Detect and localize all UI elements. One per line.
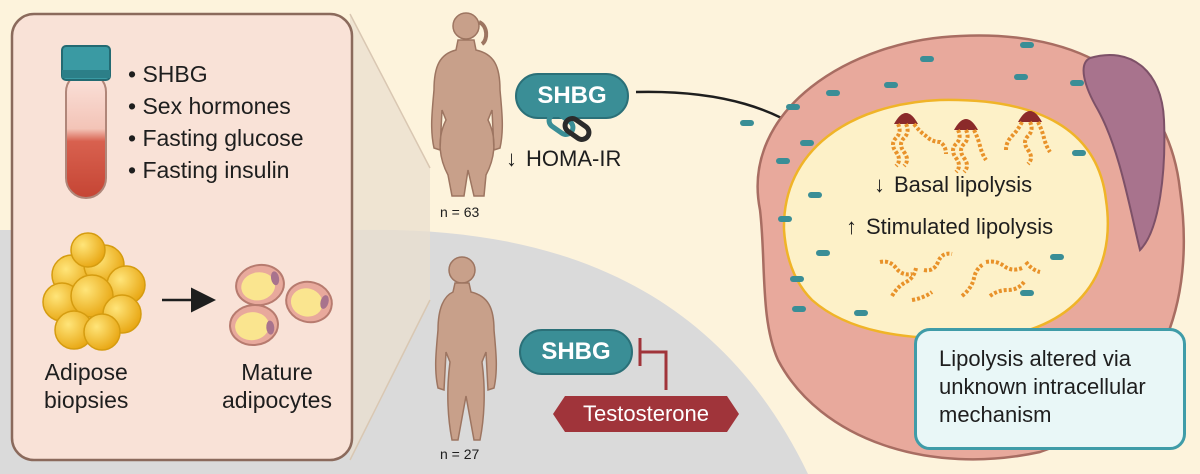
cell-cytoplasm (782, 98, 1109, 340)
adipocyte-icon (229, 263, 333, 347)
down-arrow-icon: ↓ (506, 146, 517, 171)
down-arrow-icon: ↓ (874, 172, 885, 197)
adipose-tissue-icon (42, 232, 146, 351)
zoom-projection (350, 14, 430, 460)
stimulated-lipolysis-label: Stimulated lipolysis (866, 214, 1054, 239)
testosterone-label: Testosterone (553, 396, 739, 432)
female-body-icon (430, 12, 504, 197)
conclusion-callout: Lipolysis altered via unknown intracellu… (914, 328, 1186, 450)
callout-line: unknown intracellular (939, 374, 1146, 399)
up-arrow-icon: ↑ (846, 214, 857, 239)
shbg-male-pill-bg (519, 329, 633, 375)
callout-line: Lipolysis altered via (939, 346, 1131, 371)
measure-item: Sex hormones (128, 90, 304, 122)
blood-tube-icon (61, 45, 111, 199)
measure-item: Fasting glucose (128, 122, 303, 154)
female-n-label: n = 63 (440, 204, 480, 220)
inhibition-arrow (638, 338, 668, 390)
basal-lipolysis-result: ↓ Basal lipolysis (874, 172, 1032, 198)
shbg-female-label: SHBG (537, 82, 607, 109)
callout-line: mechanism (939, 402, 1052, 427)
measure-item: SHBG (128, 58, 304, 90)
homa-ir-result: ↓ HOMA-IR (506, 146, 621, 172)
nucleus (1082, 53, 1166, 252)
measure-item: Fasting insulin (128, 154, 304, 186)
shbg-male-label: SHBG (541, 338, 611, 365)
adipocytes-label: Mature adipocytes (222, 359, 332, 413)
male-body-icon (434, 256, 498, 441)
shbg-receptor-dots (740, 42, 1086, 316)
measured-variables-list: SHBG Sex hormones Fasting glucose Fastin… (128, 58, 304, 186)
basal-lipolysis-label: Basal lipolysis (894, 172, 1033, 197)
fatty-acid-icon (879, 251, 1041, 302)
male-n-label: n = 27 (440, 446, 480, 462)
biopsy-label: Adipose biopsies (44, 359, 129, 413)
stimulated-lipolysis-result: ↑ Stimulated lipolysis (846, 214, 1053, 240)
homa-ir-label: HOMA-IR (526, 146, 622, 171)
triglyceride-icon (891, 111, 1052, 174)
chain-link-icon (546, 111, 592, 142)
